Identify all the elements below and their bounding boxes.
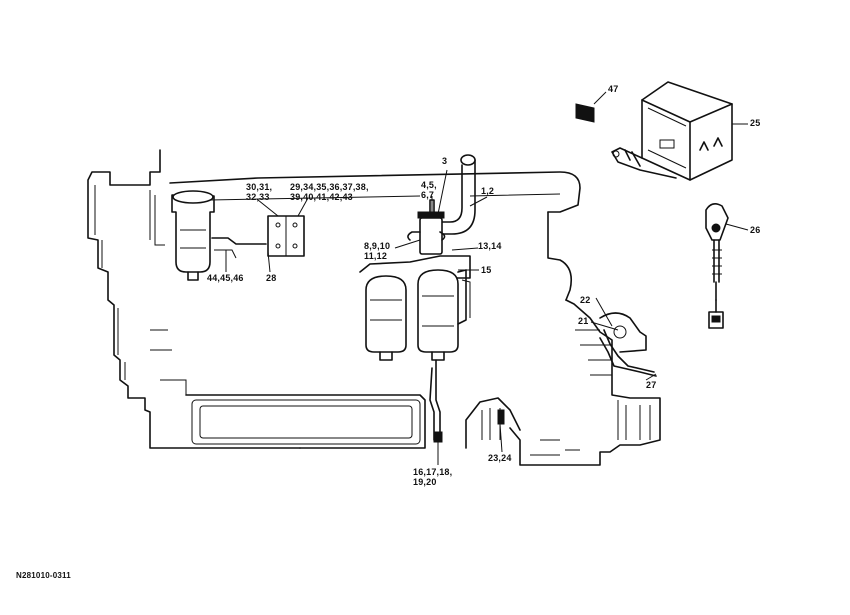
- center-fuel-filters: [359, 154, 476, 443]
- callout-26: 26: [750, 225, 761, 235]
- figure-id: N281010-0311: [16, 571, 71, 580]
- callout-4-5: 4,5,: [421, 180, 437, 190]
- callout-47: 47: [608, 84, 619, 94]
- callout-28: 28: [266, 273, 277, 283]
- connector-47: [575, 103, 595, 123]
- callout-27: 27: [646, 380, 657, 390]
- callout-32-33: 32,33: [246, 192, 270, 202]
- leader-lines: [225, 91, 749, 465]
- right-sensor-assembly: [599, 312, 657, 377]
- callout-19-20: 19,20: [413, 477, 437, 487]
- callout-6-7: 6,7: [421, 190, 435, 200]
- callout-22: 22: [580, 295, 591, 305]
- callout-13-14: 13,14: [478, 241, 502, 251]
- callout-29-38: 29,34,35,36,37,38,: [290, 182, 369, 192]
- engine-block: [87, 149, 661, 466]
- mounting-plate-28: [267, 215, 305, 257]
- callout-21: 21: [578, 316, 589, 326]
- callout-39-43: 39,40,41,42,43: [290, 192, 353, 202]
- callout-23-24: 23,24: [488, 453, 512, 463]
- callout-16-17-18: 16,17,18,: [413, 467, 453, 477]
- callout-11-12: 11,12: [364, 251, 388, 261]
- callout-25: 25: [750, 118, 761, 128]
- callout-3: 3: [442, 156, 448, 166]
- sensor-26: [705, 202, 729, 329]
- left-fuel-filter: [171, 190, 267, 281]
- callout-30-31: 30,31,: [246, 182, 273, 192]
- callout-44-45-46: 44,45,46: [207, 273, 244, 283]
- callout-1-2: 1,2: [481, 186, 495, 196]
- relay-box-25: [611, 81, 733, 181]
- callout-15: 15: [481, 265, 492, 275]
- callout-8-9-10: 8,9,10: [364, 241, 391, 251]
